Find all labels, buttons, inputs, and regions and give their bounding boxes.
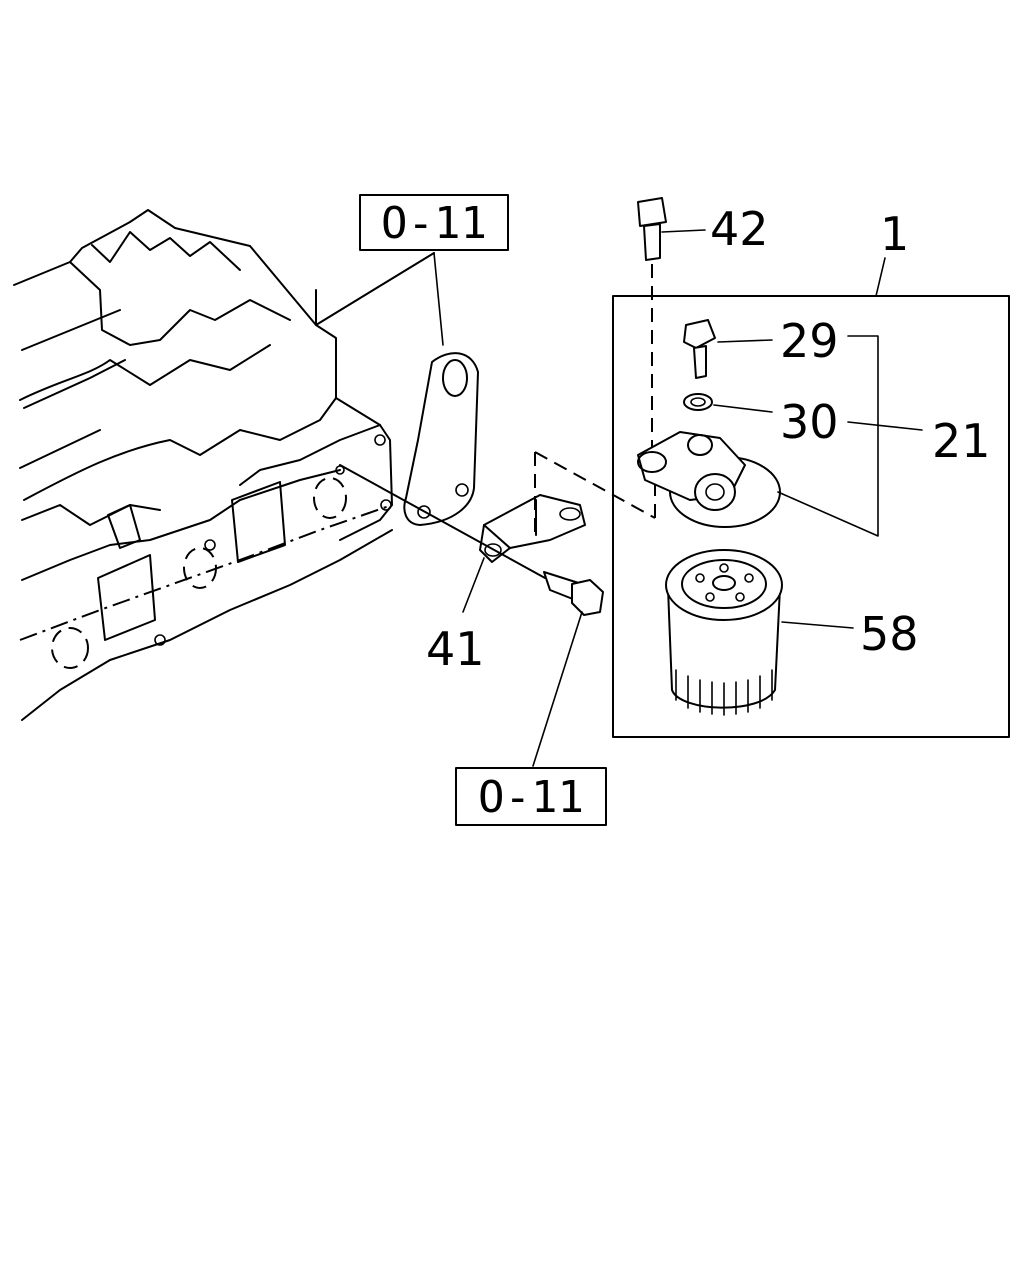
bolt-42 (637, 197, 667, 261)
reference-box-top[interactable]: O-11 (359, 194, 509, 251)
filter-element-58 (665, 549, 783, 716)
reference-box-bottom[interactable]: O-11 (455, 767, 607, 826)
callout-30[interactable]: 30 (780, 395, 839, 449)
leader-lines (315, 229, 923, 767)
callout-58[interactable]: 58 (860, 607, 919, 661)
engine-block (13, 209, 435, 721)
bolt-lower (543, 571, 604, 616)
washer-30 (683, 393, 713, 411)
gasket-plate (403, 352, 479, 526)
callout-21[interactable]: 21 (932, 414, 991, 468)
callout-29[interactable]: 29 (780, 314, 839, 368)
reference-label-top: O-11 (381, 198, 487, 249)
bolt-29 (683, 319, 716, 379)
filter-head-21 (637, 431, 781, 528)
assembly-frame (612, 295, 1010, 738)
callout-42[interactable]: 42 (710, 202, 769, 256)
callout-41[interactable]: 41 (426, 622, 485, 676)
reference-label-bottom: O-11 (478, 772, 584, 823)
callout-1[interactable]: 1 (880, 207, 909, 261)
